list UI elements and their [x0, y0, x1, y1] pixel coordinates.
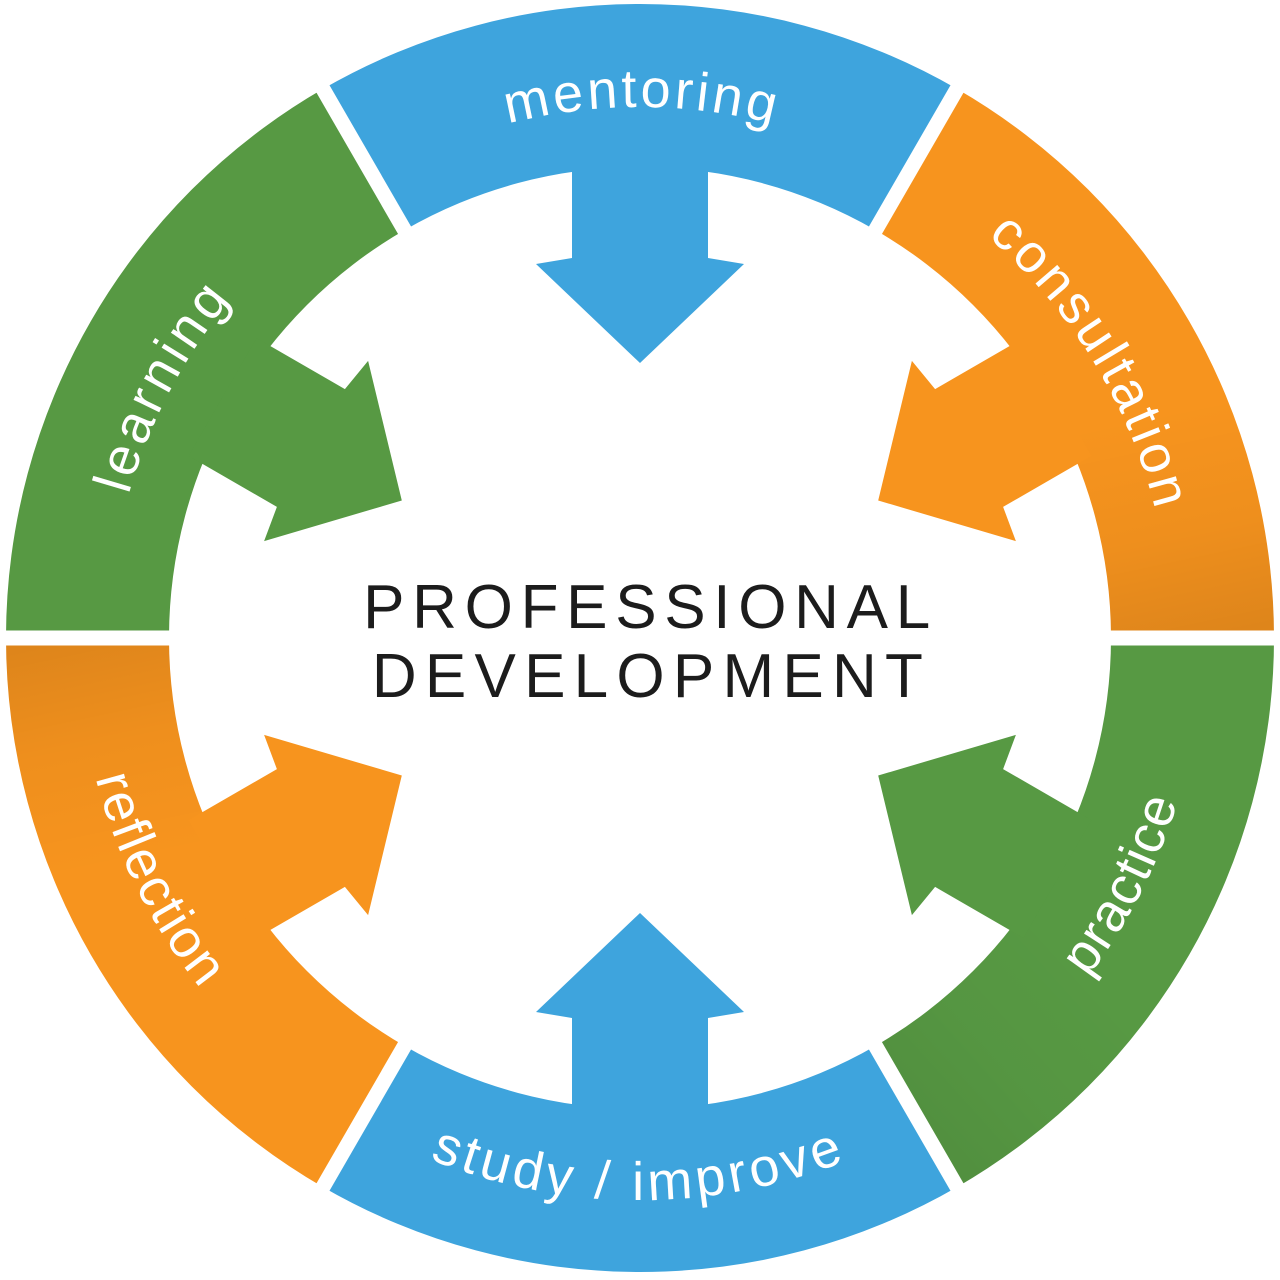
segment-shading-consultation [875, 88, 1274, 638]
arrow-reflection [188, 734, 402, 938]
arrow-learning [188, 338, 402, 542]
title-line-2: DEVELOPMENT [372, 642, 931, 711]
segment-shading-reflection [5, 638, 405, 1188]
arrow-mentoring [536, 156, 744, 363]
center-title: PROFESSIONAL DEVELOPMENT [363, 573, 938, 711]
segment-shading-practice [875, 638, 1274, 1188]
arrow-study-improve [536, 913, 744, 1120]
segment-study-improve [323, 1045, 957, 1273]
segment-mentoring [323, 3, 957, 231]
title-line-1: PROFESSIONAL [363, 573, 938, 642]
segment-divider [862, 69, 973, 246]
ring-segments [5, 3, 1274, 1273]
segment-divider [307, 1030, 418, 1207]
segment-divider [307, 69, 418, 246]
arrow-consultation [878, 338, 1092, 542]
segment-divider [862, 1030, 973, 1207]
arrow-practice [878, 734, 1092, 938]
segment-dividers [0, 69, 1280, 1207]
segment-learning [5, 88, 405, 638]
